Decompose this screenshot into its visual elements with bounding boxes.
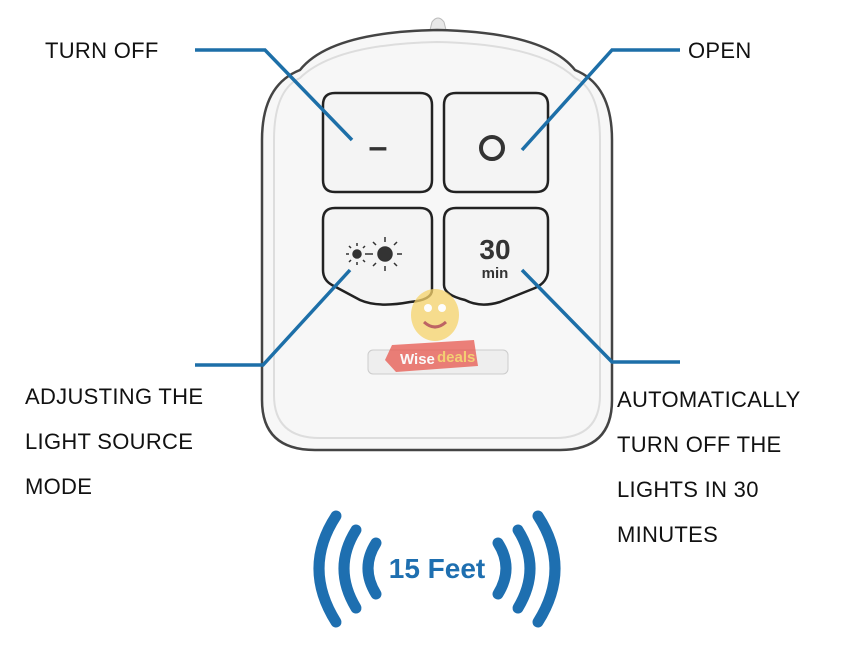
circle-icon: [479, 135, 505, 161]
turn-off-label: TURN OFF: [45, 38, 159, 63]
open-button[interactable]: [442, 91, 550, 194]
auto-off-line: [520, 268, 680, 364]
remote-body: [260, 17, 614, 452]
wisedeals-watermark: Wise deals: [385, 289, 478, 372]
timer-button[interactable]: 30 min: [442, 206, 550, 306]
mode-button[interactable]: [321, 206, 434, 306]
minus-icon: –: [369, 128, 388, 166]
turn-off-button[interactable]: –: [321, 91, 434, 194]
wireless-signal-icon: [313, 510, 561, 628]
svg-text:deals: deals: [437, 349, 475, 366]
timer-unit: min: [482, 265, 509, 282]
callout-lines: [195, 48, 680, 367]
svg-text:Wise: Wise: [400, 351, 435, 368]
adjust-line: [195, 268, 352, 367]
sun-brightness-icon: [346, 237, 402, 271]
turn-off-line: [195, 48, 354, 142]
open-line: [520, 48, 680, 152]
range-label: 15 Feet: [389, 553, 486, 584]
open-label: OPEN: [688, 38, 752, 63]
timer-value: 30: [479, 234, 510, 265]
